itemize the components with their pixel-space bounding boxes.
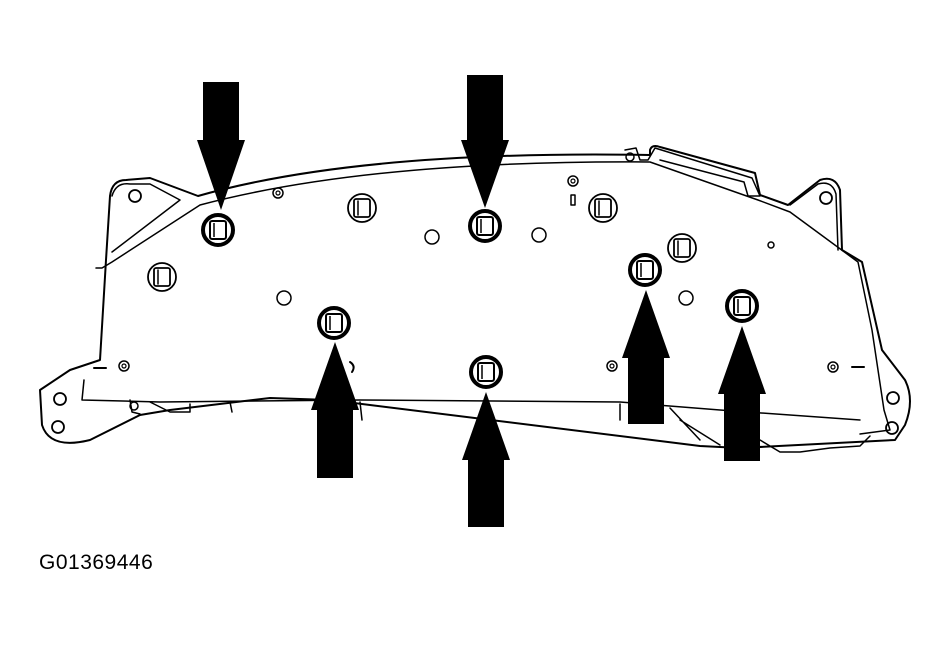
right-mounting-ear <box>789 182 839 251</box>
callout-arrow-up <box>718 326 766 461</box>
boss-hole <box>272 187 284 199</box>
marked-bulb-socket <box>628 253 662 287</box>
boss-hole <box>767 241 775 249</box>
marked-bulb-socket <box>317 306 351 340</box>
top-connector-tab <box>624 147 761 197</box>
marked-bulb-socket <box>201 213 235 247</box>
callout-arrow-down <box>197 82 245 210</box>
bulb-socket <box>588 193 618 223</box>
lower-connector-strip <box>129 399 871 453</box>
cluster-inner-rim <box>81 161 891 435</box>
cluster-housing-outline <box>39 145 911 449</box>
boss-hole <box>609 363 615 369</box>
bulb-socket <box>667 233 697 263</box>
marked-bulb-socket <box>469 355 503 389</box>
callout-arrow-up <box>622 290 670 424</box>
figure-code: G01369446 <box>39 551 154 574</box>
left-mount-hole-bottom <box>51 420 65 434</box>
open-hole <box>424 229 440 245</box>
marked-bulb-socket <box>725 289 759 323</box>
callout-arrow-up <box>311 342 359 478</box>
open-hole <box>678 290 694 306</box>
left-mounting-ear <box>111 183 181 253</box>
boss-hole <box>567 175 579 187</box>
left-mount-hole-mid <box>53 392 67 406</box>
boss-hole <box>118 360 130 372</box>
left-mount-hole-top <box>128 189 142 203</box>
boss-hole <box>830 364 836 370</box>
slot-mark <box>570 194 576 206</box>
boss-hole <box>570 178 576 184</box>
callout-arrow-up <box>462 392 510 527</box>
bulb-socket <box>347 193 377 223</box>
marked-bulb-socket <box>468 209 502 243</box>
connector-tab-hole <box>625 152 635 162</box>
open-hole <box>276 290 292 306</box>
bulb-socket <box>147 262 177 292</box>
boss-hole <box>827 361 839 373</box>
boss-hole <box>606 360 618 372</box>
right-mount-hole-mid <box>886 391 900 405</box>
right-mount-hole-bottom <box>885 421 899 435</box>
open-hole <box>531 227 547 243</box>
right-mount-hole-top <box>819 191 833 205</box>
lower-left-pin <box>129 401 139 411</box>
boss-hole <box>121 363 127 369</box>
boss-hole <box>275 190 281 196</box>
callout-arrow-down <box>461 75 509 208</box>
slot-mark <box>349 361 355 373</box>
